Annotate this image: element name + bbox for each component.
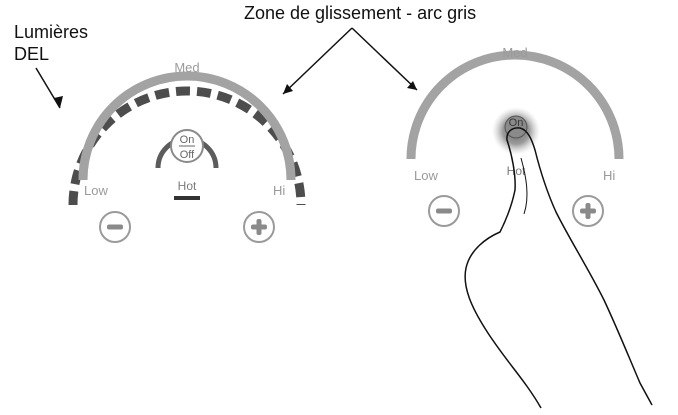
minus-icon-right	[436, 208, 452, 214]
med-label-right: Med	[502, 45, 527, 60]
hi-label: Hi	[273, 183, 285, 198]
hi-label-right: Hi	[603, 168, 615, 183]
finger-crease	[520, 157, 528, 215]
callout-slide-zone: Zone de glissement - arc gris	[244, 3, 476, 23]
plus-icon-right	[580, 203, 596, 219]
callout-arrows	[35, 27, 418, 109]
hot-indicator	[174, 196, 200, 200]
hot-label: Hot	[178, 179, 197, 193]
minus-icon	[107, 224, 123, 230]
on-off-button-pressed[interactable]	[504, 115, 528, 139]
low-label: Low	[84, 183, 108, 198]
plus-icon	[251, 219, 267, 235]
med-label: Med	[174, 60, 199, 75]
arrow-left-arc	[282, 27, 353, 95]
hot-label-right: Hot	[507, 164, 526, 178]
plus-button-right[interactable]	[572, 195, 604, 227]
callout-led-line2: DEL	[14, 44, 49, 64]
callout-led-line1: Lumières	[14, 22, 88, 42]
slide-arc-left[interactable]	[78, 71, 296, 181]
dial-right: Med Low Hi Hot On	[406, 45, 653, 409]
off-label: Off	[180, 149, 195, 161]
arrowhead-left-arc	[283, 84, 293, 94]
slide-arc-right[interactable]	[406, 50, 624, 160]
arrow-led	[35, 67, 61, 109]
on-label-right: On	[509, 117, 524, 129]
on-label: On	[180, 134, 195, 146]
arrow-heads	[54, 81, 417, 108]
finger-hand	[464, 127, 653, 409]
arrow-right-arc	[351, 27, 418, 91]
minus-button-left[interactable]	[99, 211, 131, 243]
plus-button-left[interactable]	[243, 211, 275, 243]
arrowhead-led	[54, 96, 63, 108]
arrowhead-right-arc	[407, 81, 417, 90]
minus-button-right[interactable]	[428, 195, 460, 227]
dial-left: On Off Med Low Hi Hot	[68, 60, 306, 243]
low-label-right: Low	[414, 168, 438, 183]
